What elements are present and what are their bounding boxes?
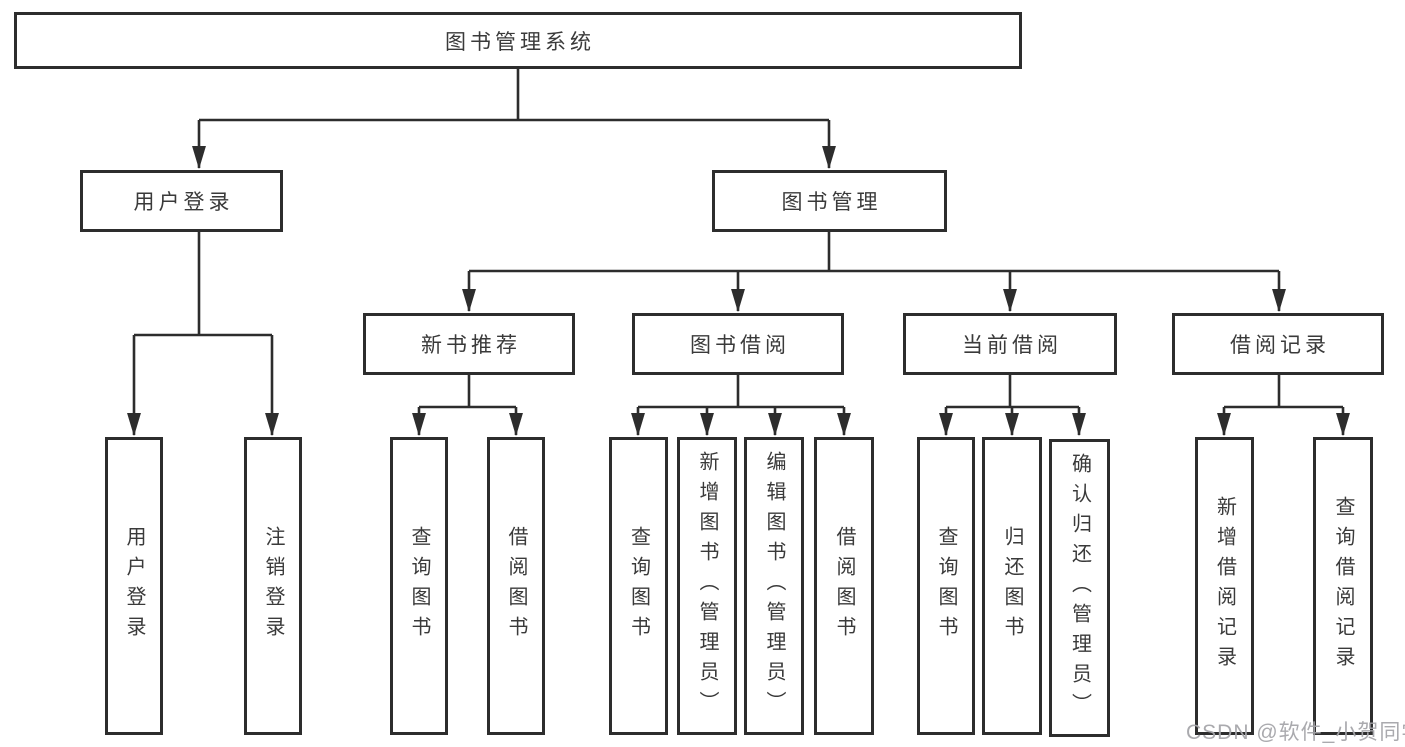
leaf-add-book-admin: 新增图书（管理员） <box>677 437 737 735</box>
leaf-query-borrow-record: 查询借阅记录 <box>1313 437 1373 735</box>
node-new-book-recommend: 新书推荐 <box>363 313 575 375</box>
leaf-return-books: 归还图书 <box>982 437 1042 735</box>
leaf-query-books-1: 查询图书 <box>390 437 448 735</box>
leaf-user-login: 用户登录 <box>105 437 163 735</box>
node-user-login-label: 用户登录 <box>133 191 234 214</box>
node-root: 图书管理系统 <box>14 12 1022 69</box>
leaf-query-books-3-label: 查询图书 <box>935 526 957 646</box>
node-borrow-records-label: 借阅记录 <box>1230 334 1330 357</box>
leaf-query-books-2-label: 查询图书 <box>627 526 650 646</box>
leaf-user-login-label: 用户登录 <box>123 526 145 646</box>
leaf-logout: 注销登录 <box>244 437 302 735</box>
leaf-add-book-admin-label: 新增图书（管理员） <box>696 451 718 721</box>
leaf-borrow-books-2: 借阅图书 <box>814 437 874 735</box>
leaf-logout-label: 注销登录 <box>262 526 284 646</box>
node-root-label: 图书管理系统 <box>445 30 595 54</box>
node-book-borrow-label: 图书借阅 <box>690 334 790 357</box>
leaf-query-books-2: 查询图书 <box>609 437 668 735</box>
leaf-borrow-books-1-label: 借阅图书 <box>505 526 527 646</box>
node-book-management-label: 图书管理 <box>781 191 882 214</box>
leaf-add-borrow-record-label: 新增借阅记录 <box>1213 496 1236 676</box>
leaf-edit-book-admin: 编辑图书（管理员） <box>744 437 804 735</box>
leaf-edit-book-admin-label: 编辑图书（管理员） <box>763 451 785 721</box>
leaf-query-borrow-record-label: 查询借阅记录 <box>1332 496 1354 676</box>
leaf-confirm-return-admin-label: 确认归还（管理员） <box>1068 453 1091 723</box>
node-current-borrow: 当前借阅 <box>903 313 1117 375</box>
node-current-borrow-label: 当前借阅 <box>962 334 1062 357</box>
leaf-add-borrow-record: 新增借阅记录 <box>1195 437 1254 735</box>
leaf-confirm-return-admin: 确认归还（管理员） <box>1049 439 1110 737</box>
node-new-book-recommend-label: 新书推荐 <box>421 334 521 357</box>
leaf-query-books-1-label: 查询图书 <box>408 526 430 646</box>
node-book-borrow: 图书借阅 <box>632 313 844 375</box>
node-book-management: 图书管理 <box>712 170 947 232</box>
leaf-return-books-label: 归还图书 <box>1001 526 1023 646</box>
node-user-login: 用户登录 <box>80 170 283 232</box>
leaf-query-books-3: 查询图书 <box>917 437 975 735</box>
leaf-borrow-books-2-label: 借阅图书 <box>833 526 855 646</box>
watermark: CSDN @软件_小贺同学 <box>1186 721 1405 744</box>
leaf-borrow-books-1: 借阅图书 <box>487 437 545 735</box>
node-borrow-records: 借阅记录 <box>1172 313 1384 375</box>
